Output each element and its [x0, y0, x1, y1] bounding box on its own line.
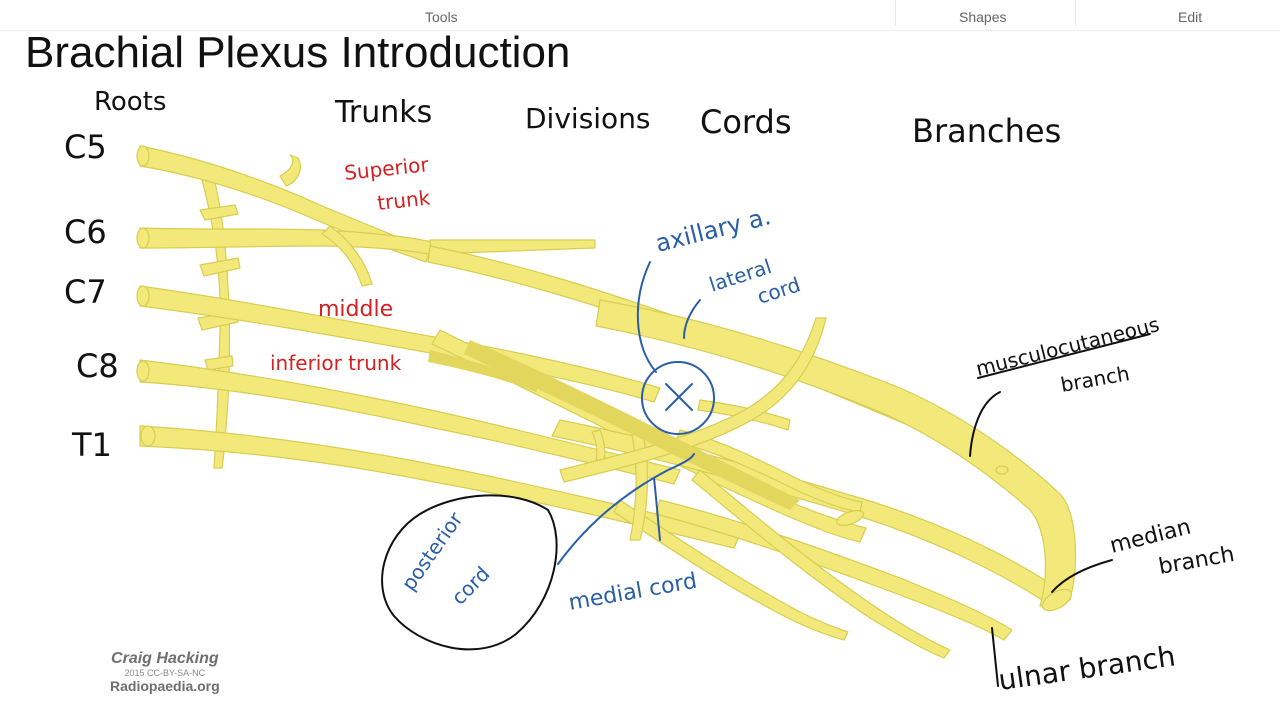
toolbar-divider — [895, 0, 896, 26]
c5-cut-end — [136, 145, 150, 167]
ribbon-toolbar: Tools Shapes Edit — [0, 0, 1280, 31]
c7-cut-end — [136, 285, 150, 307]
column-headers: Roots Trunks Divisions Cords Branches — [94, 87, 1061, 150]
posterior-cord-circle — [381, 494, 558, 651]
cord-annotation-strokes — [381, 261, 715, 651]
trunk-annotations: Superior trunk middle inferior trunk — [270, 152, 432, 375]
t1-cut-end — [140, 425, 156, 447]
superior-label-line1: Superior — [343, 152, 430, 185]
c7-root-shape — [139, 285, 661, 403]
superior-label-line2: trunk — [376, 186, 432, 215]
page-title: Brachial Plexus Introduction — [25, 28, 571, 77]
image-credit: Craig Hacking 2015 CC-BY-SA-NC Radiopaed… — [110, 650, 220, 694]
brachial-plexus-diagram — [136, 145, 1077, 659]
median-branch-label: branch — [1157, 542, 1237, 580]
median-pointer — [1051, 559, 1113, 593]
trunks-header: Trunks — [334, 95, 432, 130]
c6-root-shape — [139, 227, 441, 257]
musculocutaneous-underline — [977, 333, 1151, 379]
root-label-c8: C8 — [76, 347, 119, 385]
cords-header: Cords — [700, 103, 792, 141]
t1-root-shape — [139, 425, 741, 549]
root-labels: C5 C6 C7 C8 T1 — [64, 128, 119, 464]
edit-tab[interactable]: Edit — [1178, 9, 1203, 25]
ulnar-branch-label: ulnar branch — [996, 639, 1177, 696]
branches-header: Branches — [912, 112, 1061, 150]
ulnar-pointer — [991, 627, 999, 687]
axillary-artery-circle — [641, 361, 715, 435]
axillary-x-mark — [665, 383, 693, 411]
lateral-cord-pointer — [683, 299, 701, 339]
axillary-label: axillary a. — [653, 202, 774, 258]
medial-cord-label: medial cord — [567, 569, 699, 616]
root-label-c7: C7 — [64, 273, 107, 311]
musculocutaneous-label: musculocutaneous — [973, 312, 1161, 381]
roots-header: Roots — [94, 87, 166, 117]
musculocutaneous-pointer — [969, 391, 1001, 457]
c8-cut-end — [136, 360, 150, 382]
toolbar-divider — [1075, 0, 1076, 26]
middle-label: middle — [318, 297, 393, 322]
root-label-c6: C6 — [64, 213, 107, 251]
credit-license: 2015 CC-BY-SA-NC — [124, 668, 206, 678]
credit-site: Radiopaedia.org — [110, 678, 220, 694]
tools-tab[interactable]: Tools — [425, 9, 458, 25]
inferior-trunk-label: inferior trunk — [270, 351, 402, 375]
root-label-c5: C5 — [64, 128, 107, 166]
axillary-pointer — [636, 261, 657, 373]
c8-root-shape — [139, 359, 681, 485]
shapes-tab[interactable]: Shapes — [959, 9, 1007, 25]
posterior-label-line2: cord — [447, 562, 495, 610]
c6-cut-end — [136, 227, 150, 249]
root-label-t1: T1 — [71, 426, 112, 464]
divisions-header: Divisions — [525, 102, 651, 135]
credit-author: Craig Hacking — [111, 650, 219, 667]
medial-cord-pointer-2 — [653, 477, 661, 541]
branch-annotation-strokes — [969, 333, 1151, 687]
musculocutaneous-branch-label: branch — [1059, 361, 1132, 397]
